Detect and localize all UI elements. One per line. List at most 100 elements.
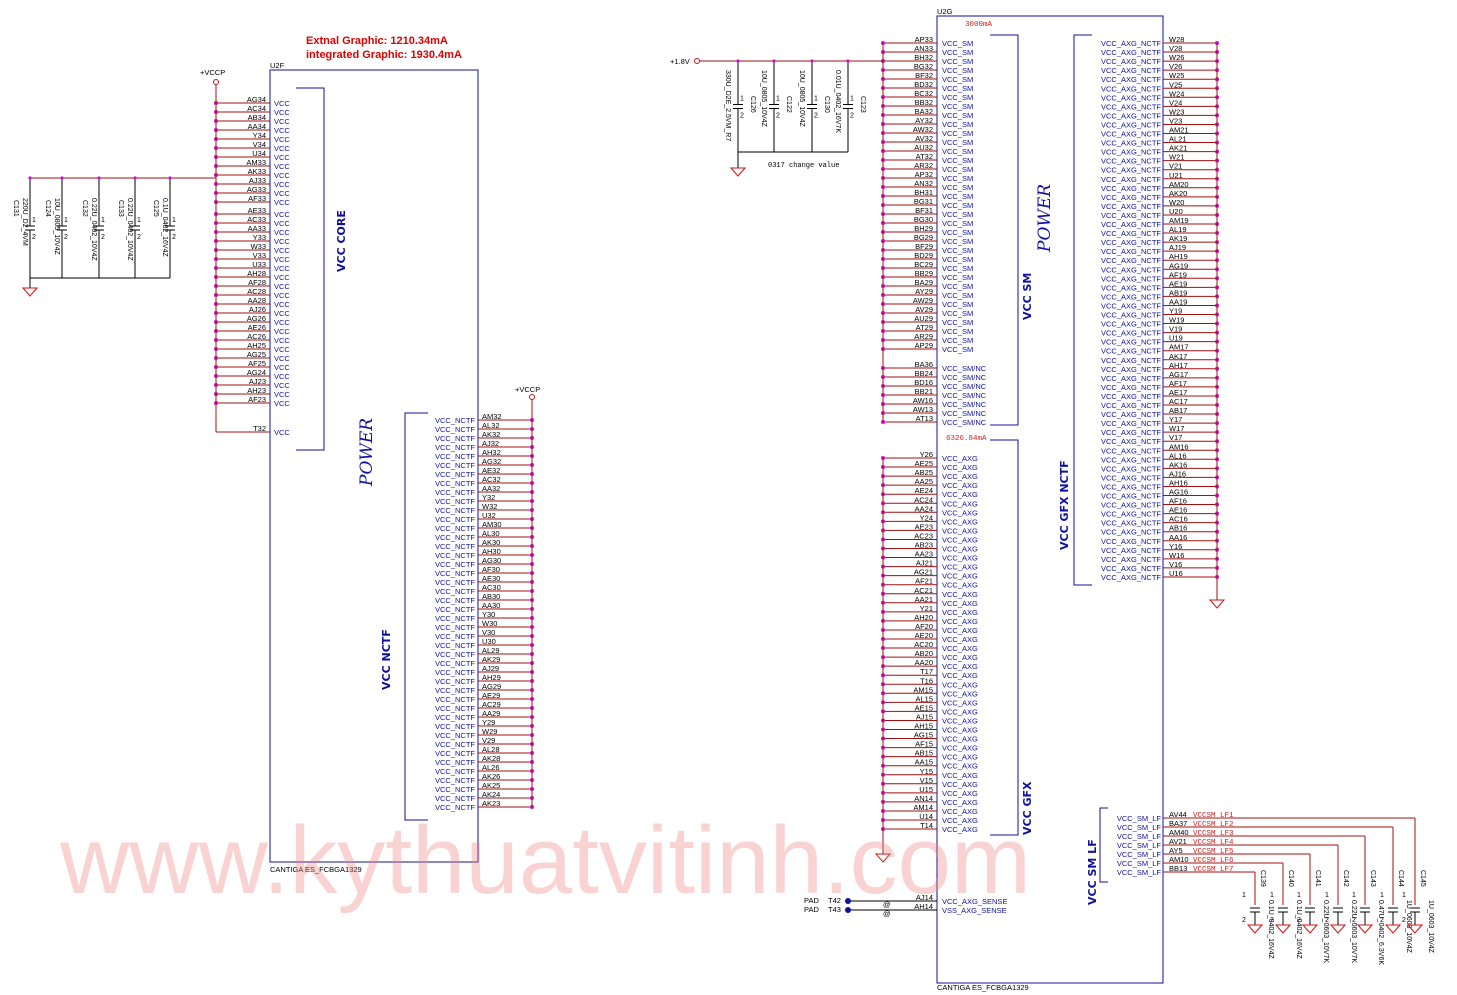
u2g-sense-signal-0: VCC_AXG_SENSE bbox=[942, 897, 1007, 906]
u2f-nctf-signal: VCC_NCTF bbox=[435, 533, 475, 542]
u2f-nctf-pin-AM30: AM30 bbox=[482, 520, 502, 529]
u2g-axg-signal: VCC_AXG bbox=[942, 463, 978, 472]
u2g-nctf-signal: VCC_AXG_NCTF bbox=[1101, 546, 1161, 555]
u2g-sm-pin-AN32: AN32 bbox=[914, 179, 933, 188]
u2g-axg-pin-AG15: AG15 bbox=[914, 731, 933, 740]
u2g-axg-pin-AG21: AG21 bbox=[914, 568, 933, 577]
u2g-nctf-pin-W28: W28 bbox=[1169, 35, 1184, 44]
u2g-axg-signal: VCC_AXG bbox=[942, 508, 978, 517]
u2g-nctf-pin-AJ16: AJ16 bbox=[1169, 469, 1186, 478]
u2g-cap-C143-gnd bbox=[1356, 924, 1374, 934]
u2g-axg-signal: VCC_AXG bbox=[942, 744, 978, 753]
u2g-sm-pin-BH29: BH29 bbox=[914, 224, 933, 233]
u2g-axg-signal: VCC_AXG bbox=[942, 816, 978, 825]
u2g-axg-signal: VCC_AXG bbox=[942, 825, 978, 834]
u2g-lf-signal: VCC_SM_LF bbox=[1117, 841, 1162, 850]
u2g-cap-C145-pin1: 1 bbox=[1402, 892, 1406, 899]
u2g-sm-pin-AW29: AW29 bbox=[913, 296, 933, 305]
u2g-nctf-signal: VCC_AXG_NCTF bbox=[1101, 419, 1161, 428]
u2g-nctf-pin-Y19: Y19 bbox=[1169, 307, 1182, 316]
u2g-cap-C145-ref: C145 bbox=[1419, 870, 1426, 887]
u2g-nctf-pin-AF17: AF17 bbox=[1169, 379, 1187, 388]
u2f-core-pin-AC26: AC26 bbox=[247, 332, 266, 341]
u2g-cap-C141-ref: C141 bbox=[1314, 870, 1321, 887]
u2g-lf-net-4: VCCSM_LF5 bbox=[1193, 848, 1234, 856]
u2g-cap-C142-pin2: 2 bbox=[1325, 917, 1329, 924]
u2f-nctf-pin-Y30: Y30 bbox=[482, 610, 495, 619]
u2f-nctf-signal: VCC_NCTF bbox=[435, 623, 475, 632]
u2g-nctf-pin-AC16: AC16 bbox=[1169, 515, 1188, 524]
u2f-core-bracket bbox=[296, 87, 325, 451]
u2f-nctf-pin-AK25: AK25 bbox=[482, 781, 500, 790]
u2g-ref: U2G bbox=[937, 7, 953, 16]
u2f-nctf-signal: VCC_NCTF bbox=[435, 596, 475, 605]
u2g-gfx-bracket bbox=[990, 439, 1019, 836]
u2f-cap-C124-ref: C124 bbox=[44, 200, 51, 217]
u2g-axg-pin-AH15: AH15 bbox=[914, 722, 933, 731]
u2f-core-signal: VCC bbox=[274, 153, 290, 162]
u2g-nctf-signal: VCC_AXG_NCTF bbox=[1101, 130, 1161, 139]
u2g-smnc-signal: VCC_SM/NC bbox=[942, 364, 987, 373]
u2f-nctf-signal: VCC_NCTF bbox=[435, 659, 475, 668]
u2g-axg-signal: VCC_AXG bbox=[942, 617, 978, 626]
u2g-lf-net-1: VCCSM_LF2 bbox=[1193, 821, 1234, 829]
u2g-axg-pin-AB15: AB15 bbox=[915, 749, 933, 758]
u2g-lf-net-2: VCCSM_LF3 bbox=[1193, 830, 1234, 838]
u2g-lf-signal: VCC_SM_LF bbox=[1117, 832, 1162, 841]
u2f-nctf-block-label: VCC NCTF bbox=[380, 629, 393, 690]
u2g-gfx-nctf-bracket bbox=[1073, 34, 1092, 586]
u2f-nctf-signal: VCC_NCTF bbox=[435, 641, 475, 650]
u2g-18v-caps-gnd bbox=[729, 167, 747, 177]
u2f-core-signal: VCC bbox=[274, 300, 290, 309]
u2g-axg-pin-AE20: AE20 bbox=[915, 631, 933, 640]
u2g-lf-signal: VCC_SM_LF bbox=[1117, 823, 1162, 832]
u2f-nctf-pin-W29: W29 bbox=[482, 727, 497, 736]
u2g-nctf-pin-W20: W20 bbox=[1169, 198, 1184, 207]
u2g-axg-pin-AA24: AA24 bbox=[915, 504, 933, 513]
u2f-nctf-signal: VCC_NCTF bbox=[435, 767, 475, 776]
u2f-nctf-pin-AE30: AE30 bbox=[482, 574, 500, 583]
u2f-nctf-signal: VCC_NCTF bbox=[435, 578, 475, 587]
u2g-nctf-signal: VCC_AXG_NCTF bbox=[1101, 57, 1161, 66]
u2g-nctf-signal: VCC_AXG_NCTF bbox=[1101, 374, 1161, 383]
u2f-nctf-pin-AL32: AL32 bbox=[482, 421, 500, 430]
u2g-nctf-pin-W24: W24 bbox=[1169, 89, 1184, 98]
u2f-cap-C131-junction bbox=[28, 176, 32, 180]
u2g-cap-C139-gnd bbox=[1246, 924, 1264, 934]
u2g-axg-pin-AJ21: AJ21 bbox=[916, 559, 933, 568]
u2g-pad-tp-1: T43 bbox=[828, 905, 841, 914]
u2g-sm-pin-BG29: BG29 bbox=[914, 233, 933, 242]
u2f-vccp-right: +VCCP bbox=[515, 385, 540, 394]
u2g-axg-signal: VCC_AXG bbox=[942, 635, 978, 644]
u2g-cap-C122-junction bbox=[772, 59, 776, 63]
u2f-nctf-pin-AG32: AG32 bbox=[482, 457, 501, 466]
u2g-smnc-pin-BB21: BB21 bbox=[915, 387, 933, 396]
u2f-core-signal: VCC bbox=[274, 354, 290, 363]
u2g-nctf-pin-AF19: AF19 bbox=[1169, 270, 1187, 279]
u2g-axg-pin-T14: T14 bbox=[920, 821, 933, 830]
u2g-axg-signal: VCC_AXG bbox=[942, 481, 978, 490]
u2g-sm-signal: VCC_SM bbox=[942, 93, 973, 102]
u2f-core-pin-AB34: AB34 bbox=[248, 113, 266, 122]
u2g-sm-pin-AY32: AY32 bbox=[915, 116, 933, 125]
u2g-nctf-signal: VCC_AXG_NCTF bbox=[1101, 93, 1161, 102]
u2g-axg-signal: VCC_AXG bbox=[942, 680, 978, 689]
u2f-core-signal: VCC bbox=[274, 180, 290, 189]
u2g-axg-pin-AF21: AF21 bbox=[915, 577, 933, 586]
u2g-lf-pin-AY5: AY5 bbox=[1169, 846, 1183, 855]
u2f-nctf-signal: VCC_NCTF bbox=[435, 776, 475, 785]
u2f-core-signal: VCC bbox=[274, 126, 290, 135]
u2g-axg-signal: VCC_AXG bbox=[942, 563, 978, 572]
u2f-nctf-signal: VCC_NCTF bbox=[435, 632, 475, 641]
u2f-cap-C132-ref: C132 bbox=[81, 200, 88, 217]
u2f-core-signal: VCC bbox=[274, 210, 290, 219]
u2g-nctf-signal: VCC_AXG_NCTF bbox=[1101, 564, 1161, 573]
u2f-nctf-pin-AJ29: AJ29 bbox=[482, 664, 499, 673]
u2f-core-pin-AH23: AH23 bbox=[247, 386, 266, 395]
u2f-core-signal: VCC bbox=[274, 255, 290, 264]
u2f-core-pin-AE26: AE26 bbox=[248, 323, 266, 332]
